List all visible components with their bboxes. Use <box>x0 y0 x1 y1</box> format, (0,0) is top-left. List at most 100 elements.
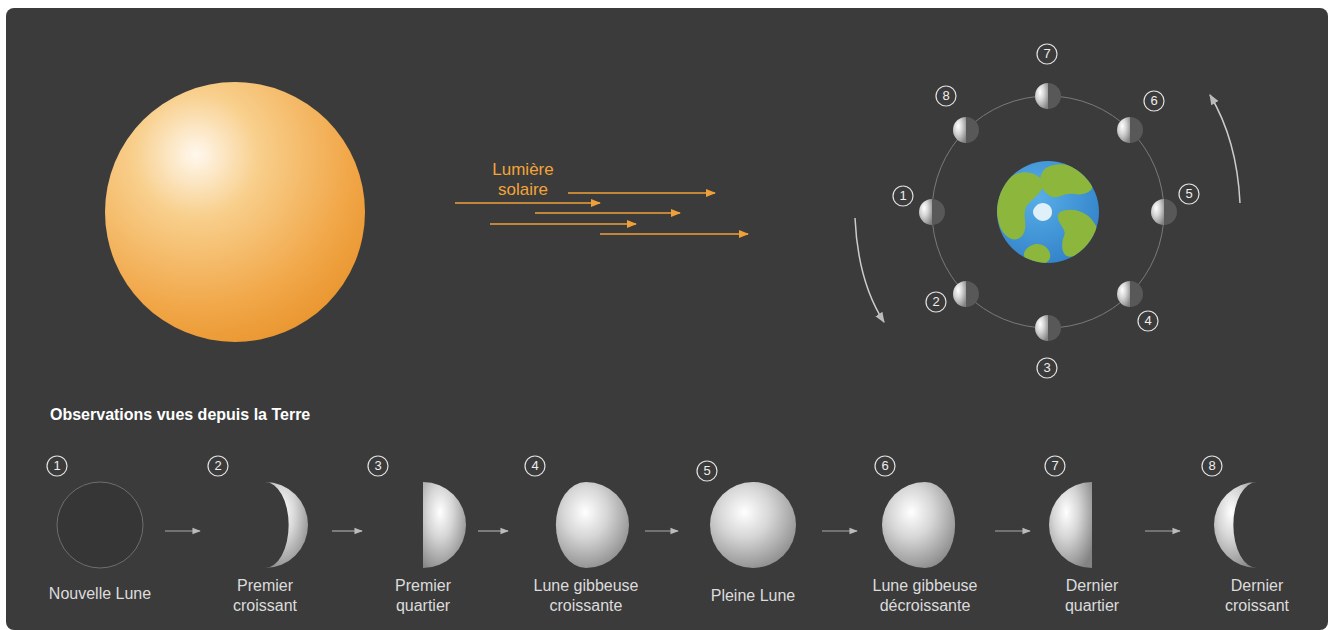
moon-dark-side <box>1130 281 1143 307</box>
background-panel <box>6 8 1328 630</box>
earth <box>996 161 1099 264</box>
phase-name: Dernier croissant <box>1202 576 1312 616</box>
callout-number: 5 <box>703 464 710 478</box>
phase-name: Nouvelle Lune <box>25 584 175 604</box>
moon-lit-side <box>1117 117 1130 143</box>
moon-dark-side <box>932 199 945 225</box>
sequence-arrow <box>332 530 362 531</box>
moon-dark-side <box>1048 315 1061 341</box>
moon-dark-side <box>966 281 979 307</box>
moon-lit-part <box>556 482 629 568</box>
number-circle <box>1037 44 1057 64</box>
number-circle <box>697 461 717 481</box>
callout-number: 1 <box>53 459 60 473</box>
orbit-moons <box>919 83 1177 341</box>
moon-lit-part <box>710 482 796 568</box>
new-moon-disc <box>57 482 143 568</box>
phase-name: Dernier quartier <box>1037 576 1147 616</box>
sequence-arrow <box>645 530 678 531</box>
moon-phase <box>57 482 143 568</box>
number-circle <box>936 86 956 106</box>
moon-phase <box>882 482 955 568</box>
number-circle <box>1179 184 1199 204</box>
callout-number: 3 <box>1043 361 1050 375</box>
number-circle <box>926 292 946 312</box>
sunlight-label: Lumière solaire <box>473 160 573 200</box>
phase-moons <box>57 482 1257 568</box>
number-circle <box>1202 456 1222 476</box>
phase-name: Lune gibbeuse croissante <box>511 576 661 616</box>
number-circle <box>875 456 895 476</box>
callout-number: 8 <box>1208 459 1215 473</box>
moon-phase <box>1214 482 1257 568</box>
moon-dark-side <box>1164 199 1177 225</box>
callout-number: 3 <box>374 459 381 473</box>
moon-orbit <box>932 96 1164 328</box>
moon-lit-side <box>1117 281 1130 307</box>
moon-phase <box>265 482 308 568</box>
orbit-moon <box>1117 117 1143 143</box>
orbit-direction-arrow <box>855 218 884 322</box>
moon-lit-part <box>882 482 955 568</box>
callout-number: 4 <box>1144 314 1151 328</box>
number-circle <box>1037 358 1057 378</box>
orbit-moon <box>1117 281 1143 307</box>
phase-name: Premier croissant <box>210 576 320 616</box>
phase-name: Lune gibbeuse décroissante <box>850 576 1000 616</box>
moon-dark-side <box>1048 83 1061 109</box>
callout-number: 7 <box>1051 459 1058 473</box>
number-circle <box>1045 456 1065 476</box>
sunlight-rays <box>455 193 748 234</box>
moon-lit-side <box>1035 315 1048 341</box>
orbit-moon <box>1035 83 1061 109</box>
callout-number: 6 <box>881 459 888 473</box>
orbit-moon <box>919 199 945 225</box>
moon-lit-side <box>953 117 966 143</box>
number-circle <box>1138 311 1158 331</box>
section-heading: Observations vues depuis la Terre <box>50 405 310 425</box>
orbit-moon <box>1151 199 1177 225</box>
number-circle <box>208 456 228 476</box>
moon-phase <box>1049 482 1092 568</box>
phase-name: Premier quartier <box>368 576 478 616</box>
moon-dark-side <box>1130 117 1143 143</box>
phase-arrows <box>165 531 1180 532</box>
sequence-arrow <box>478 530 508 531</box>
moon-phase <box>556 482 629 568</box>
number-circle <box>1144 91 1164 111</box>
sequence-arrow <box>995 530 1030 531</box>
callout-number: 2 <box>932 295 939 309</box>
callout-number: 8 <box>942 89 949 103</box>
number-circles <box>47 44 1222 481</box>
moon-lit-part <box>1214 482 1257 568</box>
callout-number: 2 <box>214 459 221 473</box>
number-circle <box>368 456 388 476</box>
orbit-moon <box>953 281 979 307</box>
moon-lit-part <box>265 482 308 568</box>
moon-lit-side <box>1035 83 1048 109</box>
callout-number: 1 <box>899 189 906 203</box>
number-circle <box>47 456 67 476</box>
callout-number: 5 <box>1185 187 1192 201</box>
callout-number: 7 <box>1043 47 1050 61</box>
moon-phase <box>423 482 466 568</box>
moon-lit-side <box>1151 199 1164 225</box>
moon-lit-part <box>423 482 466 568</box>
phase-name: Pleine Lune <box>678 586 828 606</box>
callout-number: 4 <box>531 459 538 473</box>
sun <box>105 82 365 342</box>
sequence-arrow <box>165 530 200 531</box>
moon-lit-side <box>953 281 966 307</box>
moon-dark-side <box>966 117 979 143</box>
moon-lit-side <box>919 199 932 225</box>
orbit-moon <box>953 117 979 143</box>
orbit-direction-arrow <box>1210 95 1240 203</box>
sequence-arrow <box>1145 530 1180 531</box>
moon-lit-part <box>1049 482 1092 568</box>
orbit-moon <box>1035 315 1061 341</box>
number-circle <box>525 456 545 476</box>
callout-number: 6 <box>1150 94 1157 108</box>
moon-phase <box>710 482 796 568</box>
sequence-arrow <box>822 530 857 531</box>
